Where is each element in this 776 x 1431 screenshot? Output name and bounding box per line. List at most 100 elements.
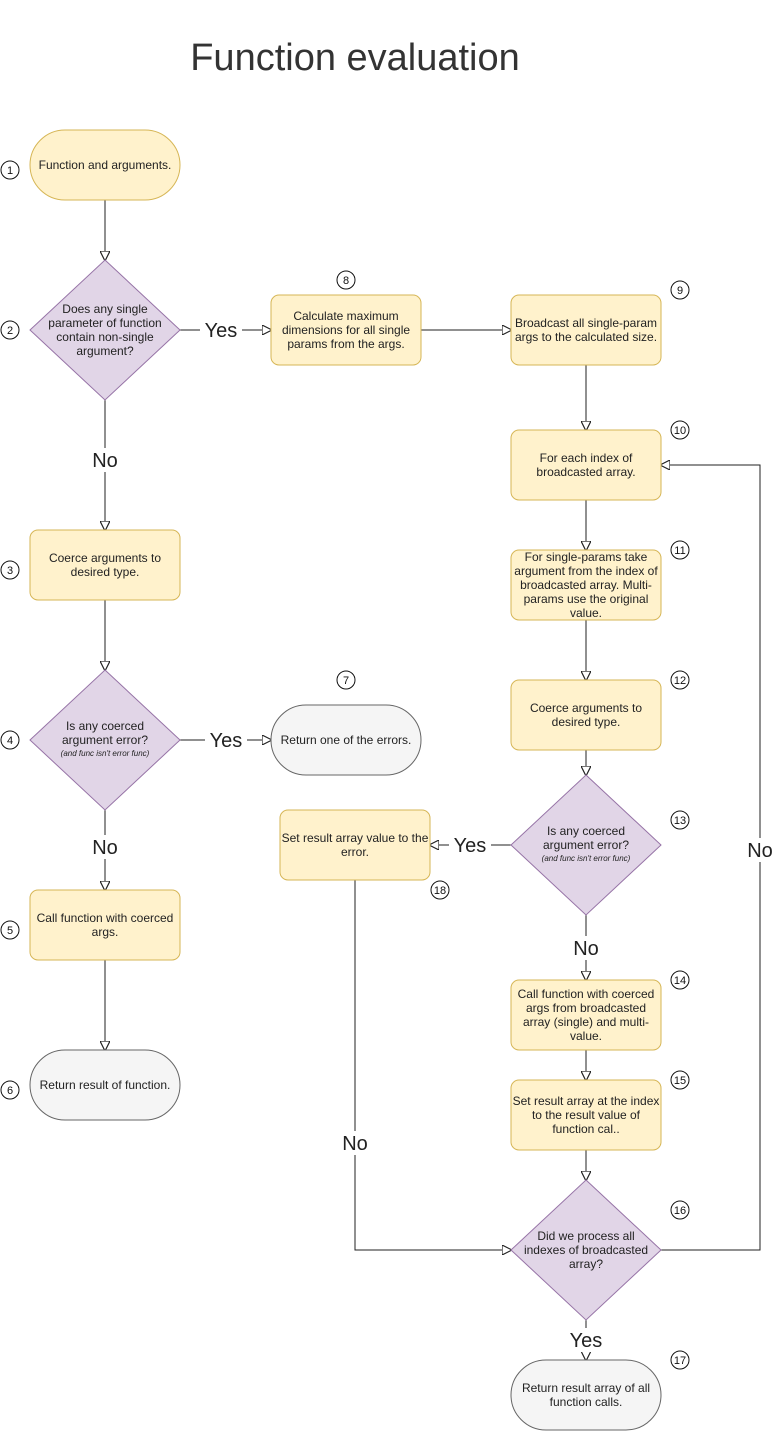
step-number: 13 [674,815,686,827]
step-number: 15 [674,1075,686,1087]
edge-label-background [565,1328,607,1352]
edge-label-background [90,448,120,472]
step-number: 11 [674,545,685,557]
node-label-line: argument? [76,344,134,358]
node-label-line: Set result array value to the [282,831,429,845]
edge-label-background [449,833,491,857]
step-number-badge [0,920,20,940]
node-label-line: value. [570,606,602,620]
step-number-badge [0,560,20,580]
process-box [270,294,422,366]
step-number-badge [670,1200,690,1220]
edge-n18-to-n16: No [340,880,511,1250]
edge-label: Yes [210,730,243,752]
node-label-line: contain non-single [56,330,154,344]
node-label-line: Return one of the errors. [281,733,412,747]
step-number: 5 [7,925,13,937]
step-number-badge [670,670,690,690]
step-number: 14 [674,975,686,987]
process-box [510,1079,662,1151]
node-label-line: Set result array at the index [513,1094,660,1108]
step-number-badge [670,540,690,560]
node-label-line: array (single) and multi- [523,1015,649,1029]
node-label-line: Call function with coerced [518,987,655,1001]
node-label-line: Coerce arguments to [49,551,161,565]
edge-label: Yes [454,835,487,857]
step-number-badge [0,160,20,180]
edge-n13-to-n14: No [571,915,601,980]
step-number-badge [0,320,20,340]
process-box [510,979,662,1051]
edge-n2-to-n3: No [90,400,120,530]
edge-n16-to-n10: No [661,465,775,1251]
edge-label-background [340,1131,370,1155]
edge-label: No [92,450,118,472]
step-number: 1 [7,165,13,177]
node-label-line: function cal.. [552,1122,619,1136]
edge-label: No [92,837,118,859]
step-number-badge [670,1350,690,1370]
node-label-line: dimensions for all single [282,323,410,337]
node-label-line: broadcasted array. Multi- [520,578,652,592]
node-sublabel: (and func isn't error func) [61,749,150,758]
edge-label-background [90,835,120,859]
step-number: 9 [677,285,683,297]
step-number: 6 [7,1085,13,1097]
edge-n16-to-n17: Yes [565,1320,607,1360]
node-label-line: args from broadcasted [526,1001,646,1015]
page-title: Function evaluation [190,37,520,79]
node-label-line: argument from the index of [514,564,658,578]
node-label-line: desired type. [552,715,621,729]
terminal-shape [270,704,422,776]
node-label-line: For single-params take [525,550,648,564]
step-number-badge [430,880,450,900]
edge-label-background [200,318,242,342]
node-label-line: Return result array of all [522,1381,650,1395]
edge-n4-to-n7: Yes [180,728,271,752]
step-number: 8 [343,275,349,287]
node-label-line: args to the calculated size. [515,330,657,344]
node-step-7: Return one of the errors.7 [270,670,422,776]
node-label-line: error. [341,845,369,859]
process-box [510,294,662,366]
node-label-line: function calls. [550,1395,623,1409]
edge-n2-to-n8: Yes [180,318,271,342]
node-label-line: Calculate maximum [293,309,398,323]
step-number: 17 [674,1355,686,1367]
node-label-line: Does any single [62,302,148,316]
node-label-line: Did we process all [537,1229,634,1243]
step-number-badge [670,280,690,300]
edge-label-background [745,838,775,862]
node-label-line: args. [92,925,119,939]
edge-n13-to-n18: Yes [430,833,511,857]
step-number: 12 [674,675,686,687]
step-number: 3 [7,565,13,577]
node-step-6: Return result of function.6 [0,1049,181,1121]
step-number-badge [336,670,356,690]
step-number-badge [670,420,690,440]
step-number-badge [336,270,356,290]
decision-diamond [510,774,662,916]
edge-label-background [571,936,601,960]
node-label-line: parameter of function [48,316,161,330]
process-box [29,529,181,601]
node-label-line: argument error? [62,733,148,747]
step-number: 4 [7,735,13,747]
node-label-line: to the result value of [532,1108,641,1122]
step-number: 2 [7,325,13,337]
node-label-line: Call function with coerced [37,911,174,925]
step-number-badge [0,1080,20,1100]
